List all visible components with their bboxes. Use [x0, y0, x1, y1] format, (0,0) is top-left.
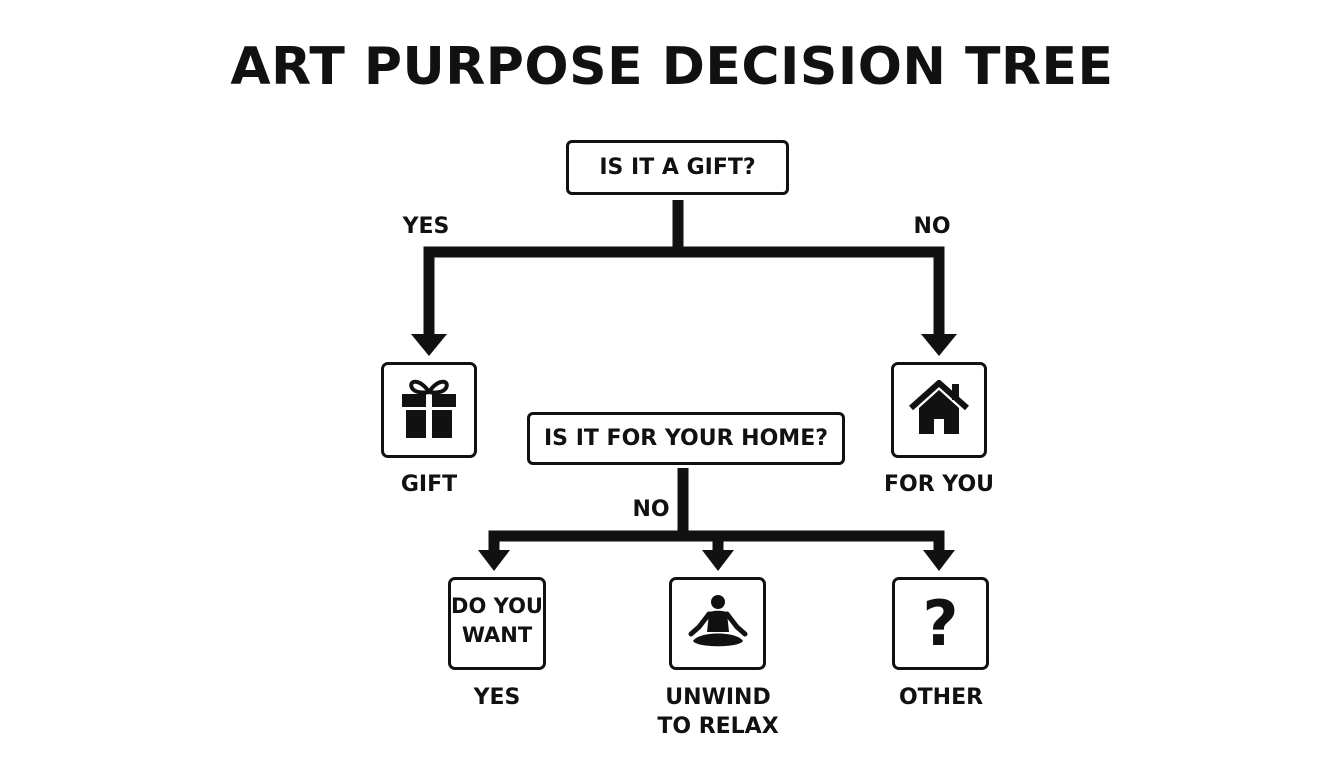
- for-you-label: FOR YOU: [883, 472, 995, 497]
- arrowhead-gift: [411, 334, 447, 356]
- do-you-want-tile: DO YOU WANT: [448, 577, 546, 670]
- page-title: ART PURPOSE DECISION TREE: [230, 37, 1114, 97]
- unwind-label-line-2: TO RELAX: [657, 714, 779, 739]
- do-you-want-line-1: DO YOU: [451, 593, 543, 618]
- arrowhead-other: [923, 550, 955, 571]
- question-is-it-for-your-home: IS IT FOR YOUR HOME?: [527, 412, 845, 465]
- do-you-want-line-2: WANT: [461, 622, 533, 647]
- meditation-icon: [687, 594, 749, 654]
- branch-label-no: NO: [913, 214, 951, 239]
- yes-label: YES: [473, 685, 521, 710]
- branch-label-home-no: NO: [632, 497, 670, 522]
- for-you-tile: [891, 362, 987, 458]
- house-icon: [908, 378, 970, 440]
- question-is-it-a-gift: IS IT A GIFT?: [566, 140, 789, 195]
- connector-home-left: [488, 530, 683, 552]
- arrowhead-for-you: [921, 334, 957, 356]
- gift-icon: [400, 376, 458, 444]
- question-home-text: IS IT FOR YOUR HOME?: [544, 426, 828, 451]
- gift-label: GIFT: [400, 472, 458, 497]
- connector-home-right: [683, 530, 945, 552]
- other-tile: ?: [892, 577, 989, 670]
- gift-tile: [381, 362, 477, 458]
- arrowhead-do-you-want: [478, 550, 510, 571]
- unwind-label-line-1: UNWIND: [665, 685, 771, 710]
- unwind-tile: [669, 577, 766, 670]
- connector-no-branch: [678, 246, 945, 336]
- unwind-label: UNWIND TO RELAX: [638, 683, 798, 741]
- question-gift-text: IS IT A GIFT?: [599, 155, 756, 180]
- branch-label-yes: YES: [402, 214, 450, 239]
- other-label: OTHER: [898, 685, 984, 710]
- do-you-want-text: DO YOU WANT: [451, 592, 543, 650]
- connector-yes-branch: [423, 246, 678, 336]
- question-mark-icon: ?: [922, 586, 959, 660]
- arrowhead-unwind: [702, 550, 734, 571]
